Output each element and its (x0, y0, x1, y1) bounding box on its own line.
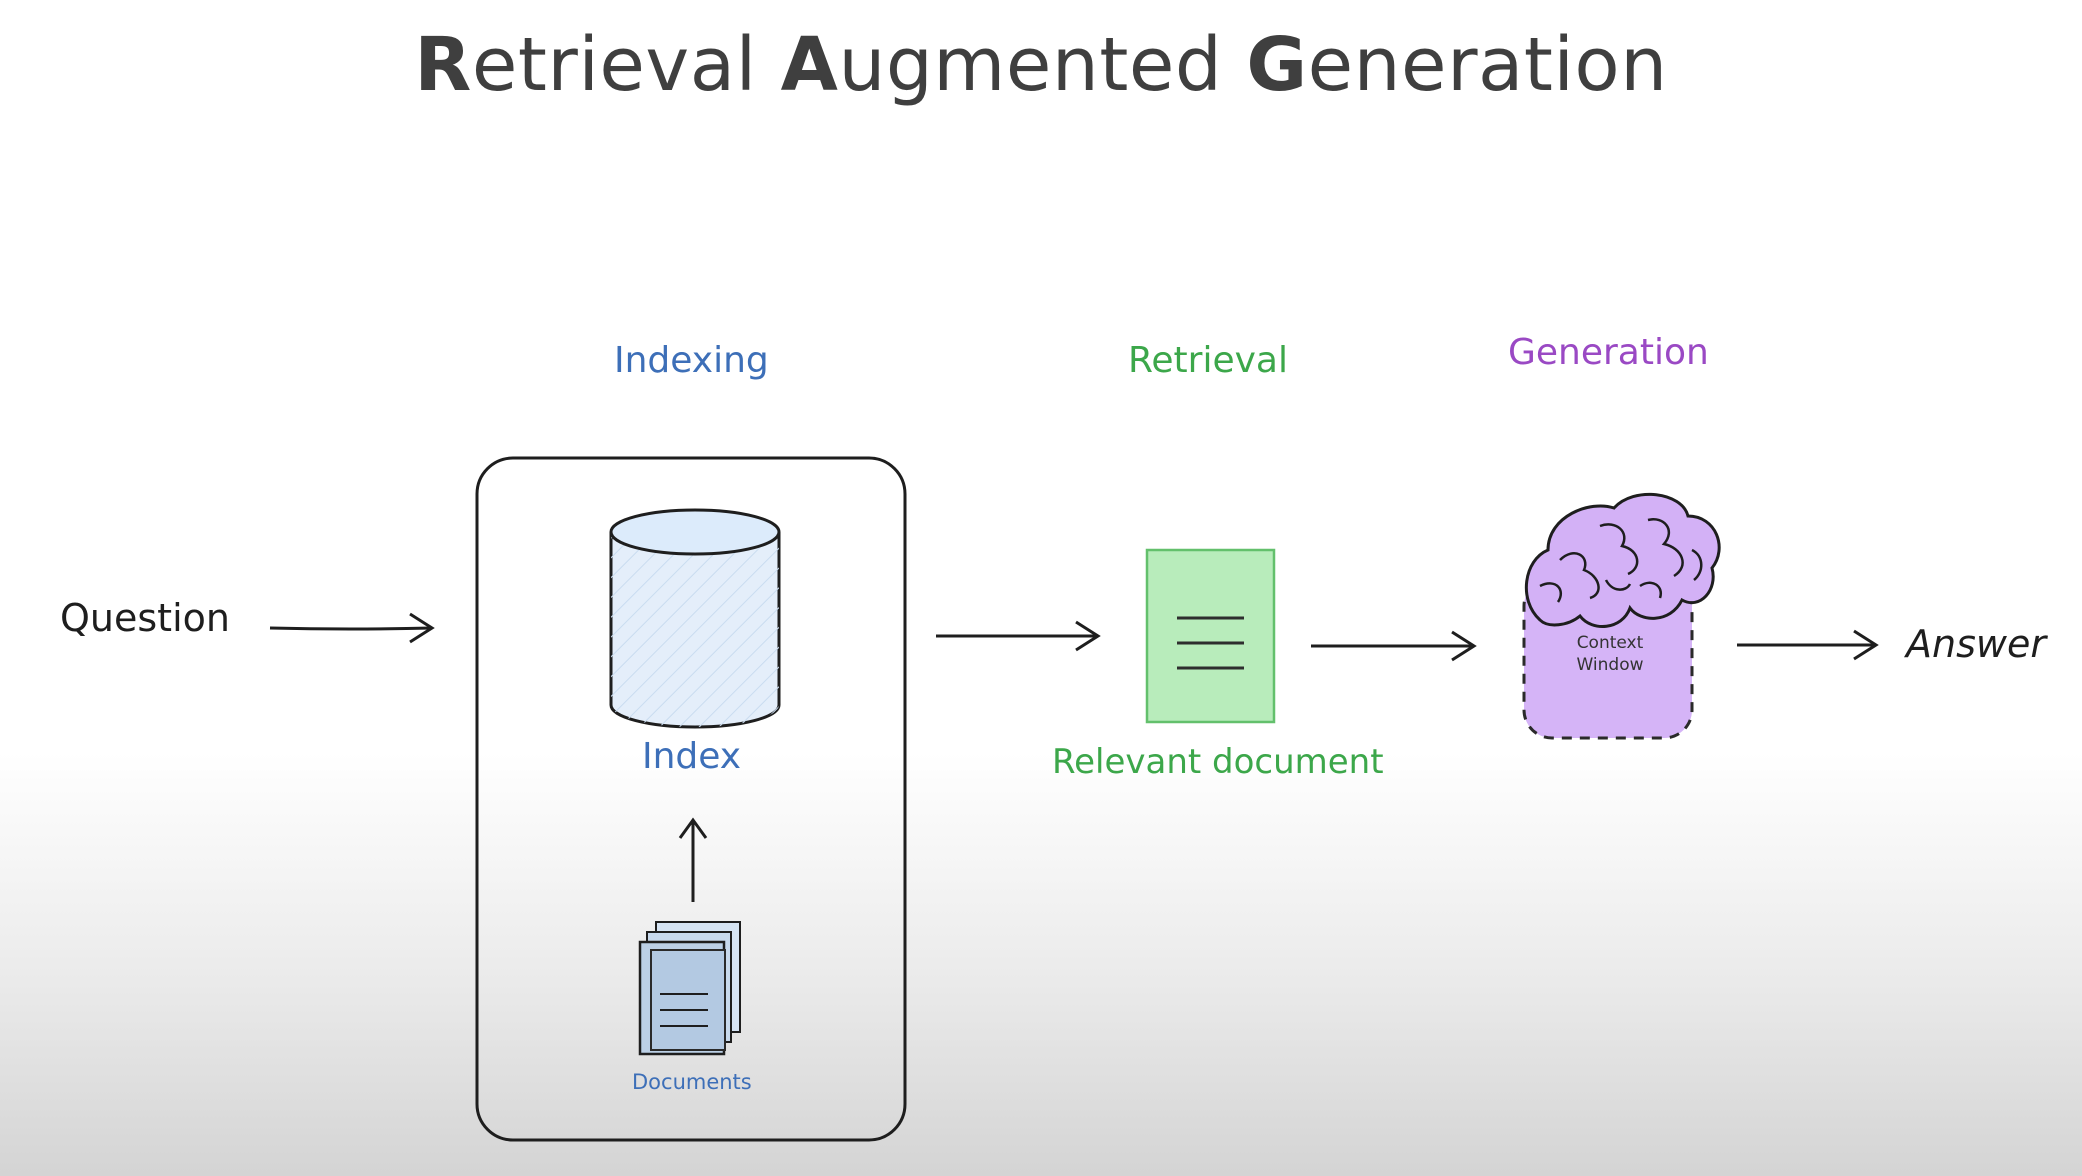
generation-to-answer-arrow (1737, 629, 1879, 661)
page-title: Retrieval Augmented Generation (414, 22, 1668, 108)
brain-icon (1524, 492, 1721, 628)
answer-label: Answer (1906, 622, 2046, 666)
retrieval-to-generation-arrow (1311, 630, 1477, 662)
question-label: Question (60, 596, 230, 640)
stage-generation-label: Generation (1508, 332, 1709, 373)
database-icon (609, 508, 781, 729)
indexing-container (475, 456, 907, 1142)
relevant-document-label: Relevant document (1052, 742, 1384, 782)
index-label: Index (642, 736, 742, 777)
stage-indexing-label: Indexing (614, 340, 769, 381)
document-icon (1145, 548, 1276, 724)
stage-retrieval-label: Retrieval (1128, 340, 1288, 381)
index-to-retrieval-arrow (936, 620, 1101, 652)
documents-to-index-arrow (678, 817, 708, 902)
context-window-label: Context Window (1576, 633, 1644, 675)
documents-icon (638, 921, 741, 1056)
question-arrow (269, 612, 435, 644)
documents-label: Documents (632, 1070, 752, 1094)
